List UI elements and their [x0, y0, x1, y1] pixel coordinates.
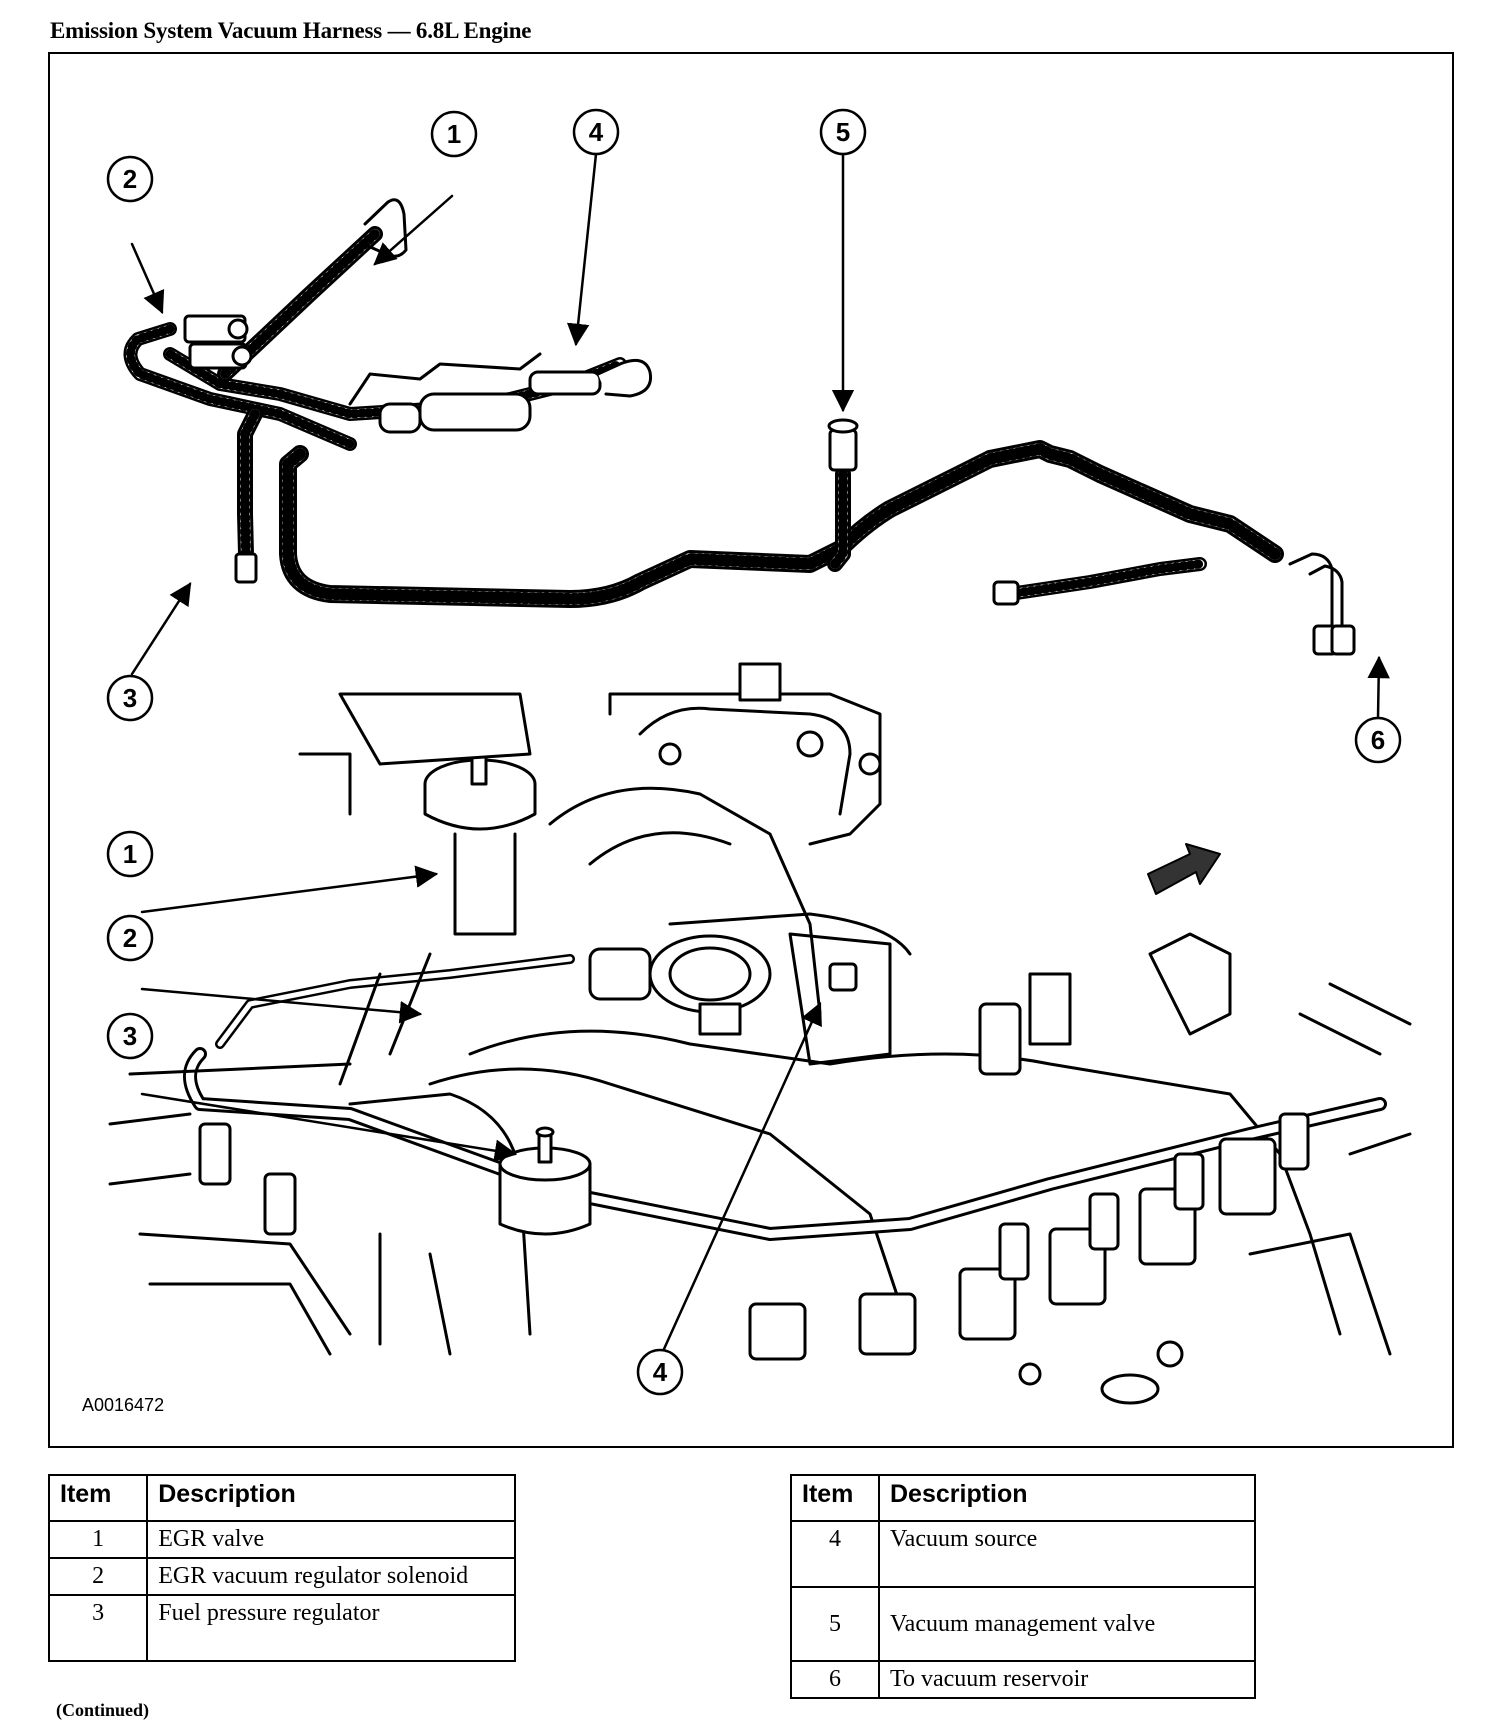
- vacuum-harness: [123, 198, 1356, 656]
- ignition-coils: [748, 1137, 1277, 1361]
- column-header-description: Description: [878, 1474, 1256, 1522]
- callout-harness-6: 6: [1354, 716, 1402, 764]
- callout-leaders: [130, 152, 1390, 1351]
- fuel-pressure-regulator: [498, 1126, 592, 1236]
- figure-id: A0016472: [78, 1395, 169, 1416]
- continued-note: (Continued): [56, 1700, 150, 1720]
- legend-table-right: Item Description 4 Vacuum source 5 Vacuu…: [790, 1474, 1256, 1699]
- table-row: 2 EGR vacuum regulator solenoid: [47, 1557, 516, 1596]
- callout-label: 3: [123, 1021, 137, 1051]
- item-description: EGR vacuum regulator solenoid: [146, 1557, 516, 1596]
- legend-table-left: Item Description 1 EGR valve 2 EGR vacuu…: [47, 1474, 516, 1662]
- direction-arrow: [1147, 843, 1221, 895]
- table-header-row: Item Description: [47, 1474, 516, 1522]
- column-header-description: Description: [146, 1474, 516, 1522]
- callout-engine-3: 3: [106, 1012, 154, 1060]
- fuel-injectors: [198, 1112, 1310, 1281]
- item-description: Vacuum source: [878, 1520, 1256, 1588]
- item-number: 5: [790, 1586, 880, 1662]
- item-description: Fuel pressure regulator: [146, 1594, 516, 1662]
- item-number: 3: [47, 1594, 149, 1662]
- item-number: 1: [47, 1520, 149, 1559]
- egr-valve: [423, 752, 537, 936]
- column-header-item: Item: [790, 1474, 880, 1522]
- callout-label: 4: [589, 117, 604, 147]
- page-title: Emission System Vacuum Harness — 6.8L En…: [50, 18, 532, 43]
- callout-label: 3: [123, 683, 137, 713]
- table-row: 5 Vacuum management valve: [790, 1586, 1256, 1662]
- diagram-figure: 1 2 3 4 5 6 1: [48, 52, 1454, 1448]
- item-number: 6: [790, 1660, 880, 1699]
- item-number: 4: [790, 1520, 880, 1588]
- callout-engine-1: 1: [106, 830, 154, 878]
- item-description: To vacuum reservoir: [878, 1660, 1256, 1699]
- column-header-item: Item: [47, 1474, 149, 1522]
- table-row: 3 Fuel pressure regulator: [47, 1594, 516, 1662]
- callout-label: 2: [123, 164, 137, 194]
- callout-engine-4: 4: [636, 1348, 684, 1396]
- callout-harness-3: 3: [106, 674, 154, 722]
- item-number: 2: [47, 1557, 149, 1596]
- callout-harness-2: 2: [106, 155, 154, 203]
- callout-harness-4: 4: [572, 108, 620, 156]
- callout-label: 2: [123, 923, 137, 953]
- reservoir-connector: [1288, 552, 1356, 656]
- table-row: 1 EGR valve: [47, 1520, 516, 1559]
- callout-label: 4: [653, 1357, 668, 1387]
- callout-label: 1: [123, 839, 137, 869]
- callout-label: 6: [1371, 725, 1385, 755]
- table-header-row: Item Description: [790, 1474, 1256, 1522]
- vacuum-harness-illustration: 1 2 3 4 5 6 1: [106, 108, 1412, 1405]
- engine-illustration: [108, 662, 1412, 1405]
- item-description: EGR valve: [146, 1520, 516, 1559]
- egr-solenoid-connector: [183, 314, 253, 370]
- callout-engine-2: 2: [106, 914, 154, 962]
- table-row: 6 To vacuum reservoir: [790, 1660, 1256, 1699]
- callout-label: 5: [836, 117, 850, 147]
- item-description: Vacuum management valve: [878, 1586, 1256, 1662]
- callout-harness-5: 5: [819, 108, 867, 156]
- table-row: 4 Vacuum source: [790, 1520, 1256, 1588]
- callout-harness-1: 1: [430, 110, 478, 158]
- callout-label: 1: [447, 119, 461, 149]
